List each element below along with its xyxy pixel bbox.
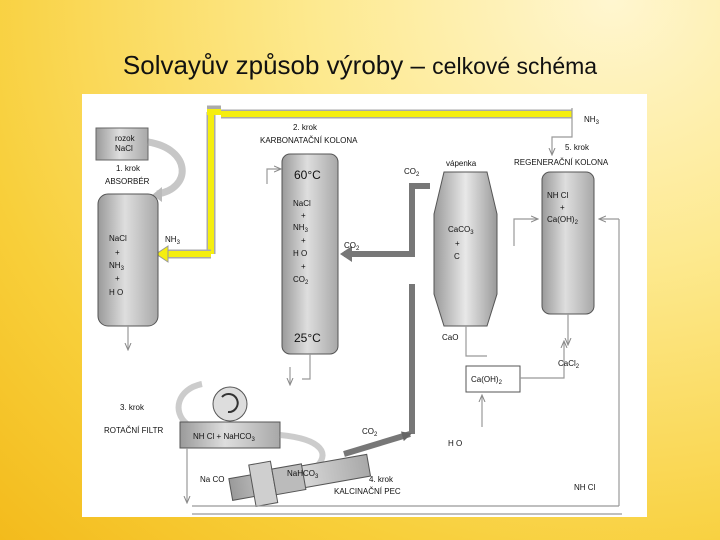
filter-rotation-icon [221, 393, 239, 414]
na2co3-label: Na CO [200, 475, 224, 484]
filter-content: NH Cl + NaHCO3 [193, 432, 255, 443]
absorber-label: ABSORBÉR [105, 177, 150, 186]
co2-mid-label: CO2 [344, 241, 360, 252]
cao-arrow [465, 326, 487, 357]
filter-in-arrow [175, 381, 203, 427]
caoh2-to-regen [520, 342, 564, 379]
nh3-top-line [552, 108, 573, 154]
svg-text:+: + [301, 262, 306, 271]
rozok-label: rozok [115, 134, 136, 143]
svg-text:NH Cl: NH Cl [547, 191, 569, 200]
nh4cl-label: NH Cl [574, 483, 596, 492]
svg-text:+: + [301, 211, 306, 220]
step4-label: 4. krok [369, 475, 394, 484]
co2-top-label: CO2 [404, 167, 420, 178]
regen-in-left [513, 219, 537, 246]
svg-text:+: + [560, 203, 565, 212]
svg-text:NH3: NH3 [109, 261, 125, 272]
filter-drum [212, 386, 248, 422]
svg-text:CO2: CO2 [293, 275, 309, 286]
cao-label: CaO [442, 333, 458, 342]
carbonation-column [281, 153, 339, 355]
svg-text:NaCl: NaCl [109, 234, 127, 243]
nh3-top-label: NH3 [584, 115, 600, 126]
karbonatacni-label: KARBONATAČNÍ KOLONA [260, 136, 358, 145]
regeneracni-label: REGENERAČNÍ KOLONA [514, 158, 609, 167]
kiln-content: CaCO3 + C [448, 225, 474, 261]
vapenka-label: vápenka [446, 159, 477, 168]
h2o-label: H O [448, 439, 462, 448]
step2-label: 2. krok [293, 123, 318, 132]
column-in-arrow [266, 169, 280, 184]
temp-top: 60°C [294, 168, 321, 182]
step1-label: 1. krok [116, 164, 141, 173]
regen-content: NH Cl + Ca(OH)2 [547, 191, 579, 226]
svg-text:+: + [455, 239, 460, 248]
svg-text:H O: H O [293, 249, 307, 258]
nh3-left-label: NH3 [165, 235, 181, 246]
svg-text:Ca(OH)2: Ca(OH)2 [547, 215, 579, 226]
title-main: Solvayův způsob výroby – [122, 50, 425, 80]
co2-bottom-arrow [343, 431, 412, 457]
column-out-arrow [302, 354, 311, 380]
svg-text:+: + [115, 248, 120, 257]
caoh2-label: Ca(OH)2 [471, 375, 503, 386]
co2-bottom-label: CO2 [362, 427, 378, 438]
co2-pipes [340, 183, 430, 434]
kalcinacni-label: KALCINAČNÍ PEC [334, 487, 401, 496]
svg-text:NH3: NH3 [293, 223, 309, 234]
absorber-content: NaCl + NH3 + H O [109, 234, 127, 297]
title-rest: celkové schéma [432, 53, 598, 79]
temp-bottom: 25°C [294, 331, 321, 345]
page-title: Solvayův způsob výroby – celkové schéma [0, 50, 720, 81]
svg-text:NaCl: NaCl [293, 199, 311, 208]
step5-label: 5. krok [565, 143, 590, 152]
svg-text:CaCO3: CaCO3 [448, 225, 474, 236]
salt-arrow [147, 138, 186, 198]
svg-text:+: + [115, 274, 120, 283]
svg-text:H O: H O [109, 288, 123, 297]
lime-kiln [433, 171, 498, 327]
nh3-recycle-line [155, 105, 572, 263]
calcination-kiln [228, 453, 372, 507]
cacl2-label: CaCl2 [558, 359, 580, 370]
svg-text:+: + [301, 236, 306, 245]
salt-nacl-label: NaCl [115, 144, 133, 153]
step3-label: 3. krok [120, 403, 145, 412]
caoh2-box [465, 365, 521, 393]
absorber-vessel [97, 193, 159, 327]
rotacni-label: ROTAČNÍ FILTR [104, 426, 163, 435]
svg-text:C: C [454, 252, 460, 261]
solvay-process-diagram: rozok NaCl 1. krok ABSORBÉR NaCl + NH3 +… [82, 94, 647, 517]
nahco3-label: NaHCO3 [287, 469, 319, 480]
column-content: NaCl + NH3 + H O + CO2 [293, 199, 311, 286]
